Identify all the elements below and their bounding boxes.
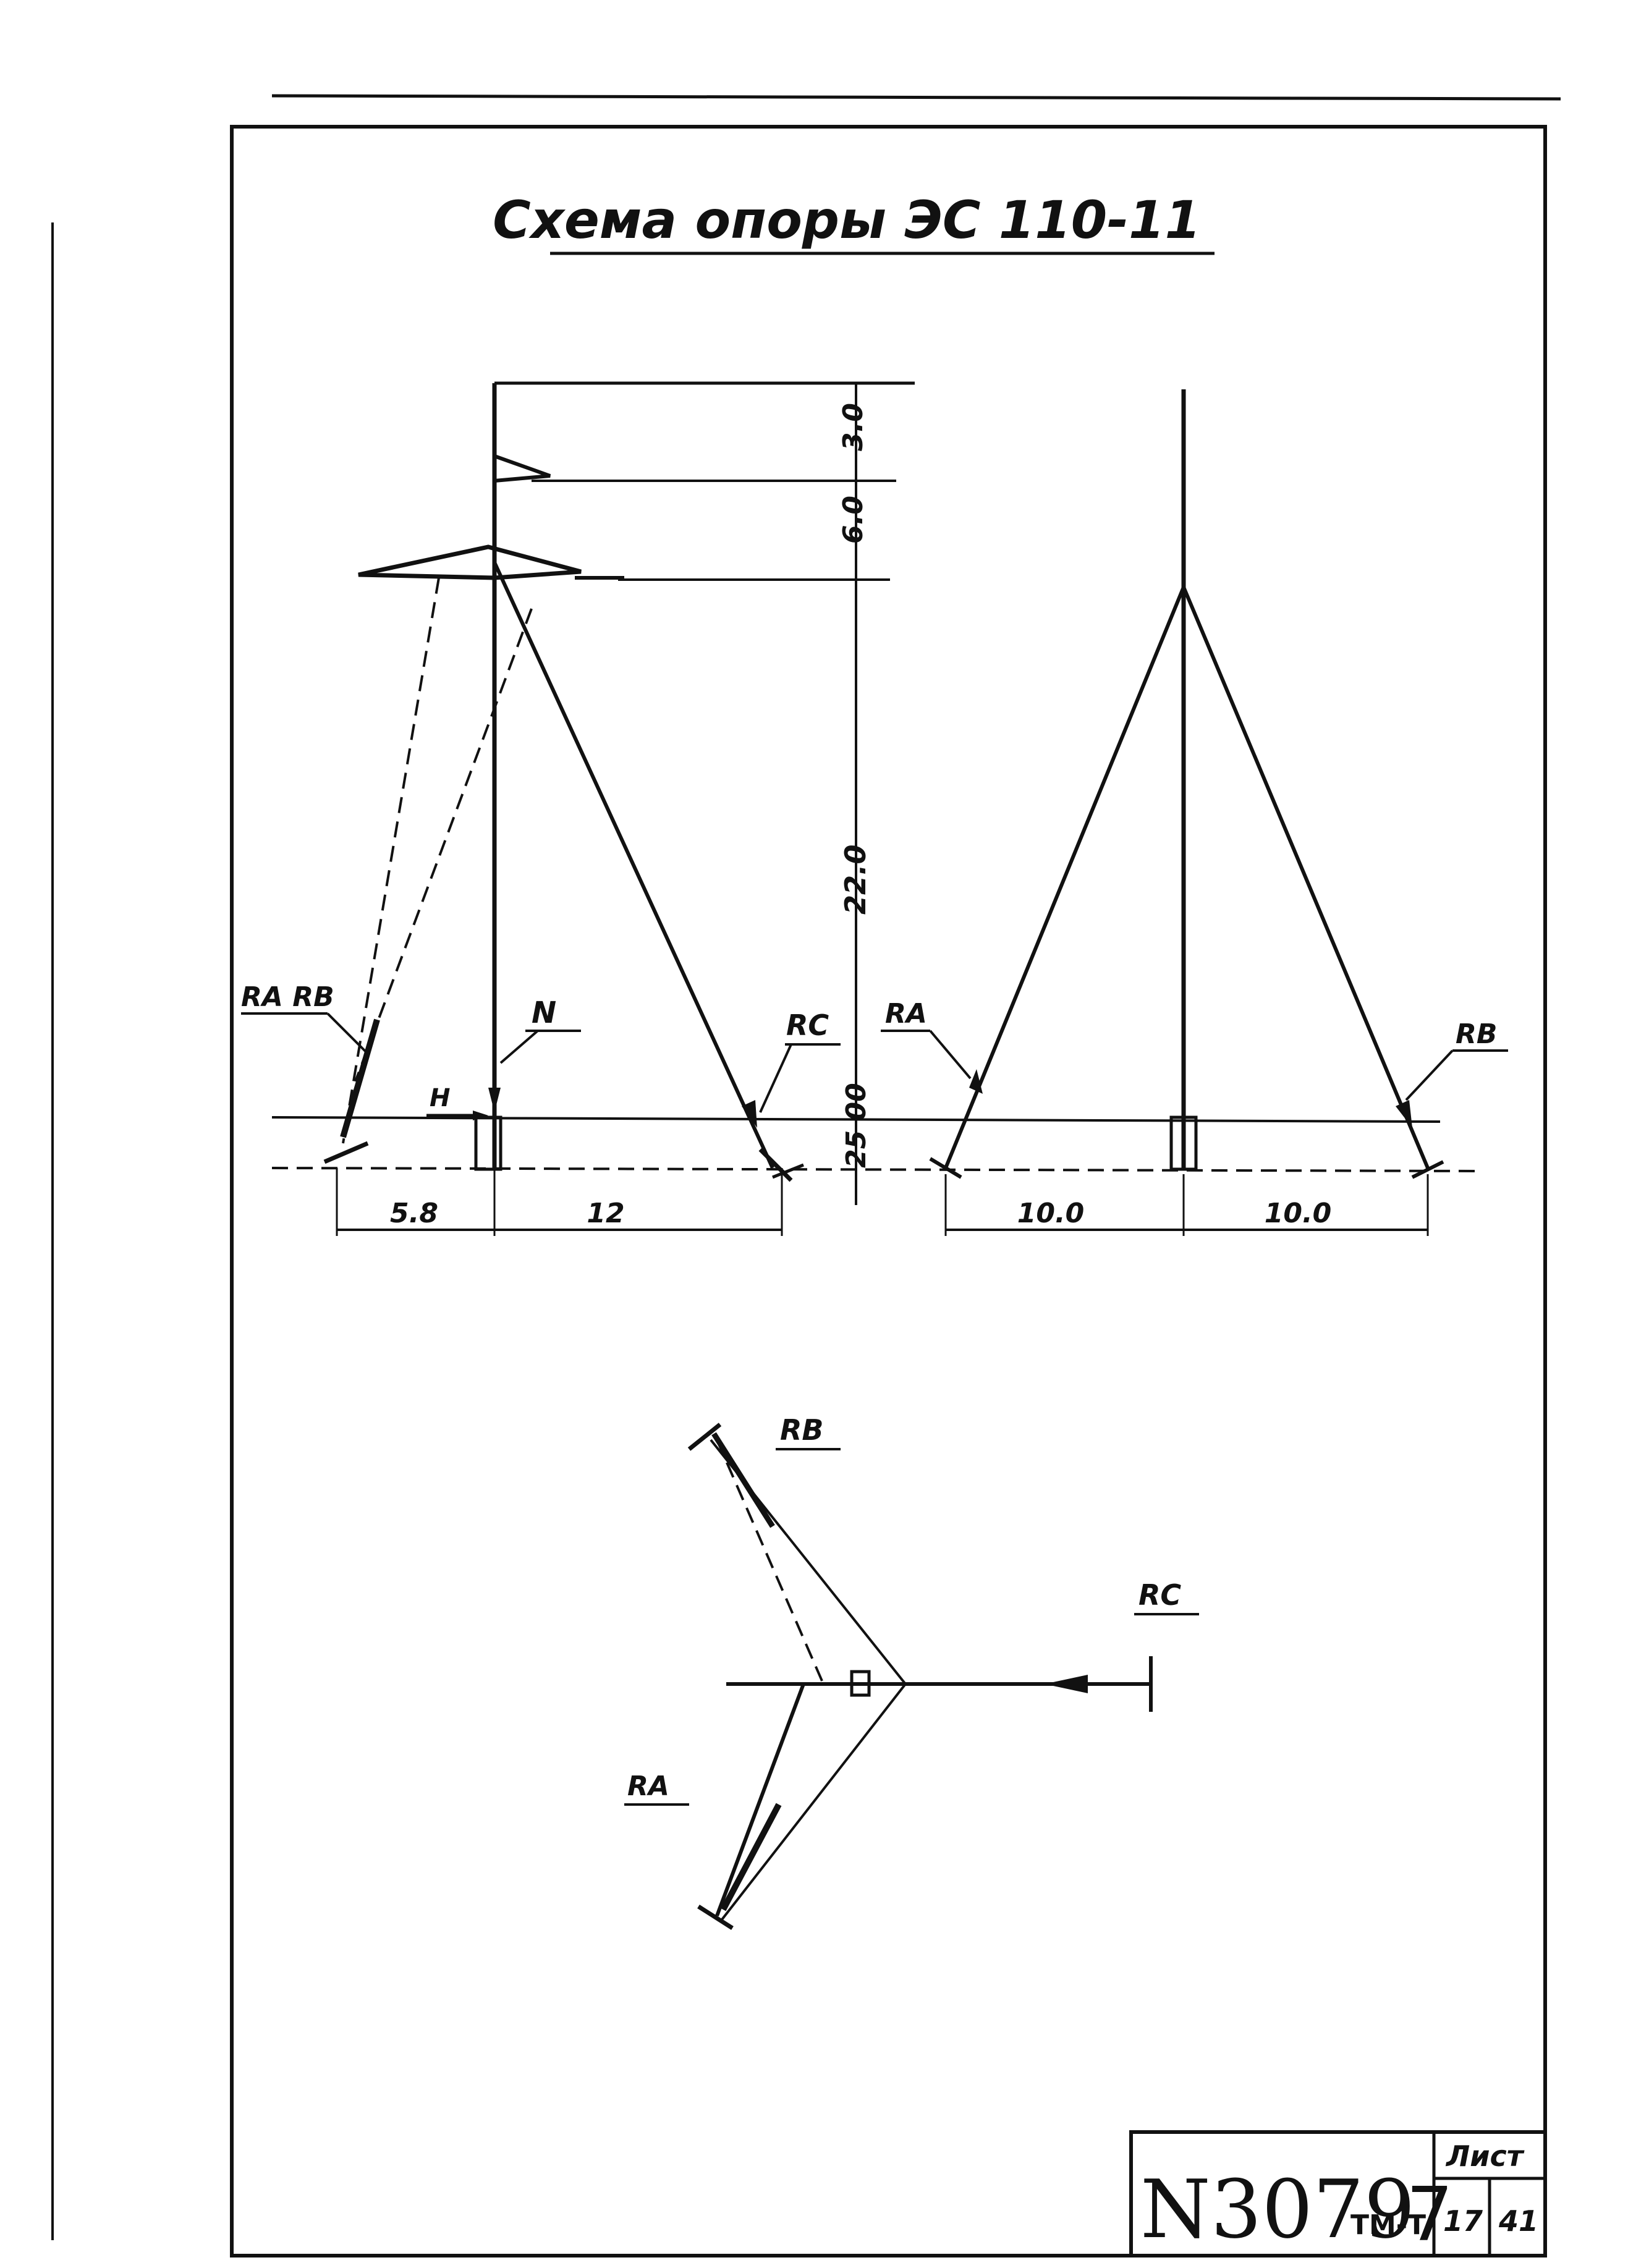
force-rc-arrowhead xyxy=(742,1100,757,1128)
drawing-title: Схема опоры ЭС 110-11 xyxy=(493,190,1201,250)
left-tower-upper-arm xyxy=(493,454,551,483)
anchor-ra-right xyxy=(929,1157,962,1179)
dim-10-0-a: 10.0 xyxy=(1017,1198,1085,1229)
right-tower-footing xyxy=(1169,1115,1198,1171)
label-n-leader xyxy=(499,1030,539,1064)
left-tower: N H RA RB RC xyxy=(241,381,915,1182)
dim-10-0-b: 10.0 xyxy=(1265,1198,1332,1229)
right-horizontal-dimensions: 10.0 10.0 xyxy=(944,1174,1429,1236)
label-rb: RB xyxy=(1456,1018,1497,1050)
plan-force-rc-arrowhead xyxy=(1045,1675,1088,1693)
dim-22-0: 22.0 xyxy=(839,845,872,915)
plan-view: RB RA RC xyxy=(624,1413,1199,1930)
stamp-sheet-header: Лист xyxy=(1445,2139,1525,2173)
anchor-left xyxy=(323,1141,369,1164)
plan-guy-ra-2 xyxy=(715,1683,805,1917)
drawing-frame xyxy=(230,125,1547,2257)
dim-3-0: 3.0 xyxy=(837,403,869,451)
title-stamp: N3079 ТМ-Т 7 Лист 17 41 xyxy=(1129,2130,1547,2258)
stamp-series: ТМ-Т xyxy=(1350,2209,1426,2241)
label-rc: RC xyxy=(786,1009,829,1042)
guy-ra-right xyxy=(944,586,1185,1169)
guy-ra-rb-solid xyxy=(340,1018,380,1138)
ground-line-lower xyxy=(271,1167,1478,1172)
stamp-doc-number: N3079 xyxy=(1140,2162,1415,2256)
force-n-arrowhead xyxy=(488,1088,501,1112)
guy-rc-left xyxy=(493,561,774,1169)
plan-guy-rb-solid xyxy=(711,1432,775,1528)
label-n: N xyxy=(532,996,556,1030)
dim-12: 12 xyxy=(587,1198,624,1229)
stamp-frame xyxy=(1129,2130,1547,2257)
left-tower-crossarm xyxy=(358,544,582,580)
force-ra-arrowhead xyxy=(969,1069,983,1094)
vertical-dimension: 3.0 6.0 22.0 25 00 xyxy=(837,383,872,1205)
plan-guy-ra-solid xyxy=(720,1803,782,1911)
left-horizontal-dimensions: 5.8 12 xyxy=(336,1168,783,1236)
anchor-rb-right xyxy=(1411,1160,1444,1179)
dim-5-8: 5.8 xyxy=(390,1198,438,1229)
label-rb-leader xyxy=(1405,1049,1454,1101)
dim-6-0: 6.0 xyxy=(837,496,869,544)
guy-rb-dashed xyxy=(354,608,533,1082)
stamp-total: 41 xyxy=(1498,2204,1538,2238)
stamp-sheet-no: 17 xyxy=(1443,2204,1483,2238)
anchor-rc-b xyxy=(772,1163,804,1179)
label-h: H xyxy=(430,1084,450,1112)
label-plan-rc: RC xyxy=(1138,1578,1181,1612)
plan-anchor-ra xyxy=(697,1905,734,1930)
label-ra-leader xyxy=(929,1030,972,1080)
plan-guy-ra xyxy=(719,1683,907,1923)
stamp-part: 7 xyxy=(1406,2172,1453,2258)
anchor-rc xyxy=(758,1148,793,1182)
force-rb-arrowhead xyxy=(1396,1100,1412,1128)
left-tower-footing xyxy=(474,1115,502,1171)
label-plan-rb: RB xyxy=(780,1413,823,1447)
guy-ra-dashed xyxy=(342,577,440,1144)
dim-25-00: 25 00 xyxy=(841,1083,872,1168)
label-ra: RA xyxy=(885,998,927,1030)
plan-anchor-rb xyxy=(687,1423,722,1451)
ground-line-upper xyxy=(271,1116,1441,1123)
label-ra-rb: RA RB xyxy=(241,981,334,1013)
guy-rb-right xyxy=(1182,586,1430,1169)
top-trim-line xyxy=(271,94,1561,101)
label-plan-ra: RA xyxy=(627,1771,669,1802)
right-tower: RA RB xyxy=(881,389,1508,1179)
plan-mast xyxy=(850,1670,871,1697)
plan-guy-rb-2 xyxy=(716,1439,823,1682)
label-rc-leader xyxy=(759,1044,792,1113)
label-ra-rb-leader xyxy=(326,1012,369,1055)
